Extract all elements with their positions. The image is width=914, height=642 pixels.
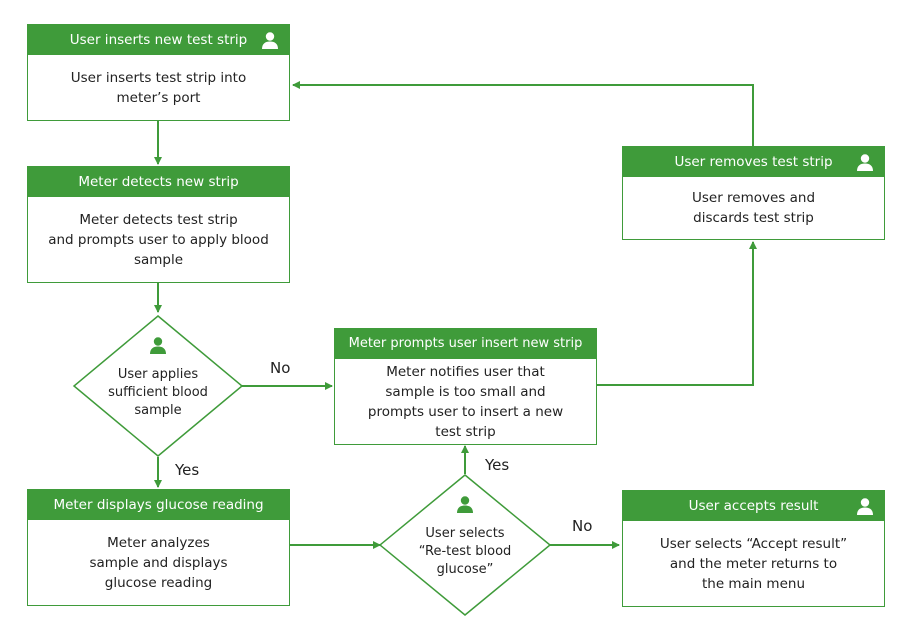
- box-detect-title: Meter detects new strip: [78, 174, 239, 190]
- box-insert-header: User inserts new test strip: [28, 25, 289, 55]
- box-prompt-title: Meter prompts user insert new strip: [348, 336, 583, 351]
- user-icon: [857, 154, 873, 171]
- box-detect-header: Meter detects new strip: [28, 167, 289, 197]
- user-icon: [150, 337, 166, 354]
- label-retest-no: No: [572, 517, 593, 535]
- box-insert-body: User inserts test strip into meter’s por…: [28, 55, 289, 120]
- arrow-remove-to-insert: [292, 81, 754, 146]
- box-detect-text: Meter detects test strip and prompts use…: [48, 211, 269, 268]
- box-remove-strip: User removes test strip User removes and…: [622, 146, 885, 240]
- box-remove-text: User removes and discards test strip: [691, 190, 816, 226]
- box-accept-body: User selects “Accept result” and the met…: [623, 521, 884, 606]
- box-display-reading: Meter displays glucose reading Meter ana…: [27, 489, 290, 606]
- box-remove-header: User removes test strip: [623, 147, 884, 177]
- box-insert-strip: User inserts new test strip User inserts…: [27, 24, 290, 121]
- decision-apply-text: User applies sufficient blood sample: [108, 367, 208, 418]
- box-display-header: Meter displays glucose reading: [28, 490, 289, 520]
- label-apply-no: No: [270, 359, 291, 377]
- label-apply-yes: Yes: [175, 461, 200, 479]
- box-display-body: Meter analyzes sample and displays gluco…: [28, 520, 289, 605]
- box-display-text: Meter analyzes sample and displays gluco…: [89, 534, 228, 591]
- user-icon: [262, 32, 278, 49]
- box-prompt-text: Meter notifies user that sample is too s…: [367, 363, 564, 440]
- user-icon: [457, 496, 473, 513]
- decision-retest-shape: [378, 474, 552, 616]
- user-icon: [857, 498, 873, 515]
- box-remove-title: User removes test strip: [674, 154, 833, 170]
- arrow-prompt-to-remove: [597, 241, 757, 386]
- box-detect-body: Meter detects test strip and prompts use…: [28, 197, 289, 282]
- box-display-title: Meter displays glucose reading: [53, 497, 264, 513]
- box-insert-title: User inserts new test strip: [69, 32, 248, 48]
- box-prompt-body: Meter notifies user that sample is too s…: [335, 359, 596, 444]
- box-insert-text: User inserts test strip into meter’s por…: [70, 69, 247, 106]
- box-accept-title: User accepts result: [688, 498, 819, 514]
- box-remove-body: User removes and discards test strip: [623, 177, 884, 239]
- box-prompt-header: Meter prompts user insert new strip: [335, 329, 596, 359]
- decision-apply-shape: [72, 315, 244, 457]
- decision-retest-text: User selects “Re-test blood glucose”: [418, 526, 512, 577]
- box-detect-strip: Meter detects new strip Meter detects te…: [27, 166, 290, 283]
- box-accept-text: User selects “Accept result” and the met…: [659, 535, 848, 592]
- box-prompt-new-strip: Meter prompts user insert new strip Mete…: [334, 328, 597, 445]
- box-accept-header: User accepts result: [623, 491, 884, 521]
- label-retest-yes: Yes: [485, 456, 510, 474]
- box-accept-result: User accepts result User selects “Accept…: [622, 490, 885, 607]
